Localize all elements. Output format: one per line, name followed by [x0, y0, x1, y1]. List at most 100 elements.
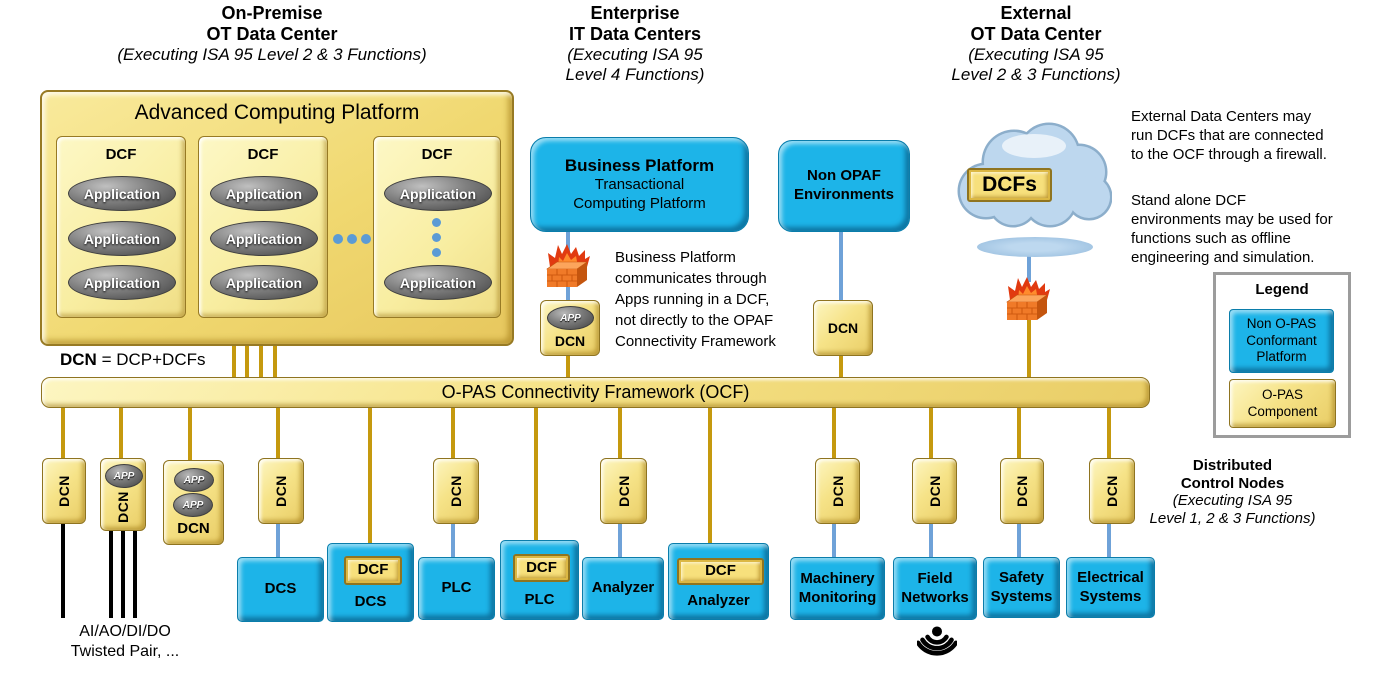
- application-oval: Application: [210, 265, 318, 300]
- ellipsis-dot: [333, 234, 343, 244]
- dcn-machinery-connector: [832, 520, 836, 560]
- external-subtitle-line2: Level 2 & 3 Functions): [951, 65, 1121, 84]
- on-premise-title-line2: OT Data Center: [206, 24, 338, 44]
- business-platform-title: Business Platform: [564, 156, 715, 176]
- device-label: Machinery Monitoring: [798, 569, 877, 606]
- acp-dcf-box-1: DCF Application Application Application: [56, 136, 186, 318]
- dcn-label: DCN: [827, 320, 859, 336]
- enterprise-subtitle-line1: (Executing ISA 95: [567, 45, 703, 64]
- nonopaf-dcn-connector: [839, 228, 843, 302]
- external-note2-line4: engineering and simulation.: [1131, 249, 1315, 266]
- device-analyzer-dcf-box: DCF Analyzer: [668, 543, 769, 620]
- ocf-bar: O-PAS Connectivity Framework (OCF): [41, 377, 1150, 408]
- external-note2-line2: environments may be used for: [1131, 211, 1333, 228]
- bp-note-line3: Apps running in a DCF,: [615, 291, 770, 308]
- device-dcs-dcf-box: DCF DCS: [327, 543, 414, 622]
- application-oval: Application: [68, 176, 176, 211]
- bp-note-line1: Business Platform: [615, 249, 736, 266]
- ocf-dcn3-connector: [188, 405, 192, 461]
- ocf-dcn5-connector: [451, 405, 455, 459]
- application-oval: Application: [210, 176, 318, 211]
- dcn-safety-connector: [1017, 520, 1021, 560]
- bp-note-line4: not directly to the OPAF: [615, 312, 774, 329]
- dcn-formula-definition: = DCP+DCFs: [96, 350, 206, 369]
- cloud-base-ellipse: [977, 237, 1093, 257]
- device-label: Analyzer: [591, 579, 655, 597]
- on-premise-title-line1: On-Premise: [221, 3, 323, 23]
- dcf-chip: DCF: [513, 554, 570, 582]
- nonopaf-dcn-ocf-connector: [839, 352, 843, 378]
- external-note-1: External Data Centers may run DCFs that …: [1131, 107, 1366, 164]
- device-label: Field Networks: [901, 569, 969, 606]
- dcn-box-3-apps: APP APP DCN: [163, 460, 224, 545]
- cloud-dcfs-box: DCFs: [967, 168, 1052, 202]
- dcn-analyzer-connector: [618, 520, 622, 560]
- header-enterprise: Enterprise IT Data Centers (Executing IS…: [525, 3, 745, 85]
- cloud-firewall-connector: [1027, 254, 1031, 282]
- enterprise-subtitle-line2: Level 4 Functions): [565, 65, 705, 84]
- business-platform-box: Business Platform Transactional Computin…: [530, 137, 749, 232]
- acp-dcf-box-3: DCF Application Application: [373, 136, 501, 318]
- non-opaf-line2: Environments: [793, 186, 895, 203]
- firewall-icon: [1006, 277, 1050, 320]
- dcn-caption-title1: Distributed: [1192, 457, 1273, 474]
- legend-title: Legend: [1255, 281, 1309, 298]
- non-opaf-line1: Non OPAF: [807, 167, 881, 185]
- dcfs-label: DCFs: [982, 173, 1037, 196]
- ellipsis-dot: [432, 248, 441, 257]
- twisted-pair-line-1: [61, 520, 65, 618]
- ocf-label: O-PAS Connectivity Framework (OCF): [441, 382, 750, 402]
- dcf-chip: DCF: [344, 556, 402, 585]
- field-wiring-line1: AI/AO/DI/DO: [79, 623, 171, 640]
- dcn-label: DCN: [554, 333, 586, 349]
- device-machinery-box: Machinery Monitoring: [790, 557, 885, 620]
- ocf-dcn7-connector: [832, 405, 836, 459]
- device-label: Analyzer: [687, 592, 750, 610]
- legend-opas-label: O-PAS Component: [1247, 387, 1318, 419]
- ellipsis-dot: [432, 233, 441, 242]
- ellipsis-dot: [347, 234, 357, 244]
- ocf-dcs-dcf-connector: [368, 405, 372, 557]
- acp-ocf-connector-1: [232, 341, 236, 378]
- external-note1-line1: External Data Centers may: [1131, 108, 1312, 125]
- bp-note: Business Platform communicates through A…: [615, 247, 830, 352]
- ellipsis-dot: [432, 218, 441, 227]
- dcn-box-10: DCN: [1089, 458, 1135, 524]
- enterprise-title-line1: Enterprise: [590, 3, 680, 23]
- advanced-computing-platform-box: Advanced Computing Platform DCF Applicat…: [40, 90, 514, 346]
- application-oval: Application: [384, 176, 492, 211]
- dcn-box-9: DCN: [1000, 458, 1044, 524]
- legend-non-opas-item: Non O-PAS Conformant Platform: [1229, 309, 1334, 373]
- dcn-formula: DCN = DCP+DCFs: [60, 350, 205, 370]
- app-oval: APP: [105, 464, 143, 488]
- dcn-caption-title2: Control Nodes: [1180, 474, 1285, 492]
- device-field-box: Field Networks: [893, 557, 977, 620]
- field-wiring-caption: AI/AO/DI/DO Twisted Pair, ...: [40, 622, 210, 662]
- app-oval: APP: [173, 493, 213, 517]
- app-oval: APP: [174, 468, 214, 492]
- dcn-label: DCN: [56, 475, 72, 507]
- acp-ocf-connector-2: [245, 341, 249, 378]
- device-electrical-box: Electrical Systems: [1066, 557, 1155, 618]
- device-label: DCS: [354, 593, 387, 611]
- application-oval: Application: [68, 221, 176, 256]
- app-oval: APP: [547, 306, 594, 330]
- acp-title: Advanced Computing Platform: [134, 101, 420, 124]
- non-opaf-dcn-box: DCN: [813, 300, 873, 356]
- dcf-label: DCF: [247, 146, 279, 163]
- device-label: Electrical Systems: [1077, 568, 1144, 605]
- non-opaf-box: Non OPAF Environments: [778, 140, 910, 232]
- dcn-box-2-app: APP DCN: [100, 458, 146, 531]
- device-analyzer-box: Analyzer: [582, 557, 664, 620]
- header-on-premise: On-Premise OT Data Center (Executing ISA…: [92, 3, 452, 65]
- wireless-icon: [917, 626, 957, 656]
- bp-note-line5: Connectivity Framework: [615, 333, 776, 350]
- business-platform-subtitle2: Computing Platform: [573, 195, 706, 213]
- dcn-formula-term: DCN: [60, 350, 97, 369]
- dcn-box-5: DCN: [433, 458, 479, 524]
- dcn-dcs-connector: [276, 520, 280, 560]
- ocf-dcn6-connector: [618, 405, 622, 459]
- external-subtitle-line1: (Executing ISA 95: [968, 45, 1104, 64]
- application-oval: Application: [68, 265, 176, 300]
- device-label: DCS: [264, 580, 297, 598]
